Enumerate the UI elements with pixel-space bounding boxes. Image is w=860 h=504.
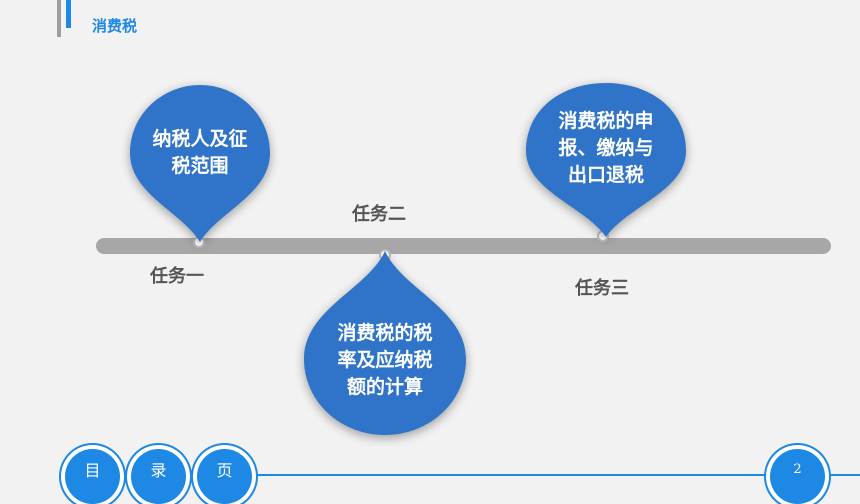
timeline-bar: [96, 238, 831, 254]
task3-drop-label: 消费税的申报、缴纳与出口退税: [558, 109, 654, 186]
footer-line: [66, 474, 860, 476]
page-number-badge: 2: [770, 449, 825, 504]
task2-label: 任务二: [352, 204, 406, 225]
task1-label: 任务一: [150, 266, 204, 287]
nav-button-ye[interactable]: 页: [197, 449, 252, 504]
task1-drop-label: 纳税人及征税范围: [152, 128, 248, 177]
page-title: 消费税: [92, 17, 138, 35]
task3-drop-shape[interactable]: [520, 83, 692, 240]
task2-drop-shape[interactable]: [298, 251, 472, 437]
nav-button-mu[interactable]: 目: [65, 449, 120, 504]
header-accent-bar-blue: [66, 0, 71, 28]
task3-label: 任务三: [575, 278, 629, 299]
task2-drop-label: 消费税的税率及应纳税额的计算: [337, 321, 433, 398]
task1-drop-shape[interactable]: [118, 85, 282, 245]
header-accent-bar-gray: [57, 0, 61, 37]
nav-button-lu[interactable]: 录: [131, 449, 186, 504]
